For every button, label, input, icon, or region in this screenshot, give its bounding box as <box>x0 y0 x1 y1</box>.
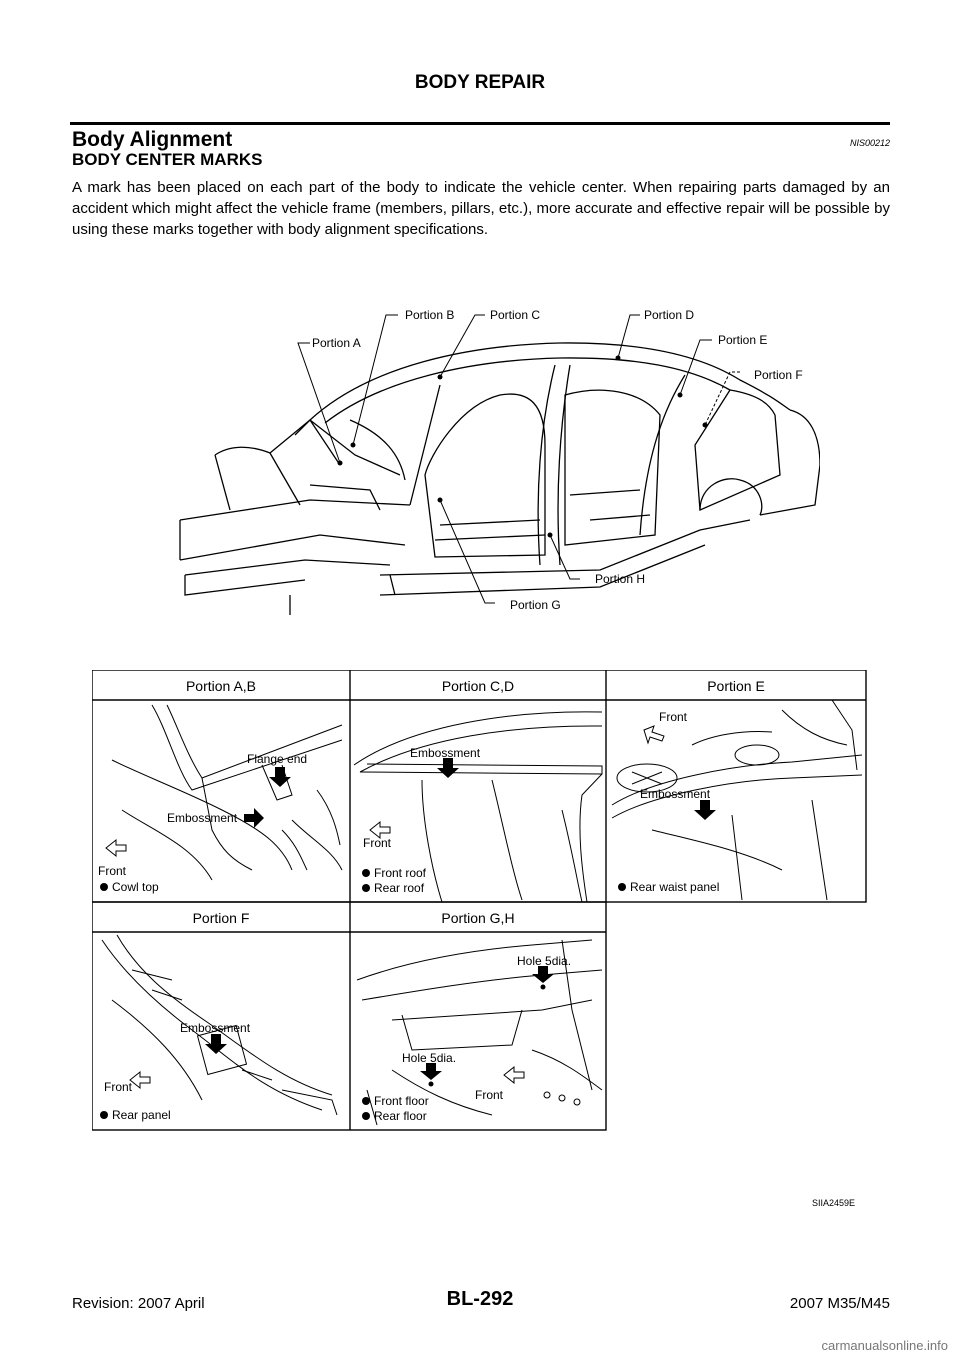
gh-front-label: Front <box>475 1088 504 1102</box>
detail-table: Portion A,B Portion C,D Portion E Portio… <box>92 670 867 1131</box>
label-portion-f: Portion F <box>754 368 803 382</box>
cd-legend1-dot <box>362 869 370 877</box>
label-portion-h: Portion H <box>595 572 645 586</box>
e-emboss-arrow <box>694 800 716 820</box>
cd-emboss-label: Embossment <box>410 746 481 760</box>
cd-front-label: Front <box>363 836 392 850</box>
footer-page-number: BL-292 <box>446 1288 514 1310</box>
label-portion-b: Portion B <box>405 308 454 322</box>
ab-flange-arrow <box>269 767 291 787</box>
e-legend-dot <box>618 883 626 891</box>
cell-portion-f: Embossment Front Rear panel <box>100 934 338 1122</box>
body-shell-figure: Portion A Portion B Portion C Portion D … <box>179 308 820 615</box>
header-portion-f: Portion F <box>193 910 250 926</box>
label-portion-d: Portion D <box>644 308 694 322</box>
page-header-title: BODY REPAIR <box>414 72 546 93</box>
body-leader-lines <box>297 314 740 604</box>
cd-legend1: Front roof <box>374 866 427 880</box>
watermark: carmanualsonline.info <box>821 1338 948 1353</box>
ab-emboss-arrow <box>244 808 264 828</box>
ab-front-arrow <box>105 838 127 858</box>
gh-front-arrow <box>503 1065 525 1085</box>
header-portion-gh: Portion G,H <box>441 910 514 926</box>
ab-flange-label: Flange end <box>247 752 307 766</box>
gh-hole2-mark <box>428 1081 434 1087</box>
cd-legend2-dot <box>362 884 370 892</box>
body-center-marks <box>337 355 708 538</box>
subsection-title: BODY CENTER MARKS <box>72 150 263 169</box>
f-legend: Rear panel <box>112 1108 171 1122</box>
cell-portion-e: Front Embossment Rear waist panel <box>611 699 863 901</box>
gh-hole2-label: Hole 5dia. <box>402 1051 456 1065</box>
footer-model: 2007 M35/M45 <box>789 1295 890 1312</box>
ab-emboss-label: Embossment <box>167 811 238 825</box>
f-front-arrow <box>129 1070 151 1090</box>
cd-front-arrow <box>369 820 391 840</box>
cell-portion-cd: Embossment Front Front roof Rear roof <box>353 711 603 903</box>
f-legend-dot <box>100 1111 108 1119</box>
figure-id: SIIA2459E <box>812 1198 856 1208</box>
cell-portion-ab: Flange end Embossment Front Cowl top <box>98 704 343 894</box>
ab-front-label: Front <box>98 864 127 878</box>
footer-revision: Revision: 2007 April <box>72 1295 205 1312</box>
label-portion-e: Portion E <box>718 333 767 347</box>
gh-hole2-arrow <box>420 1063 442 1080</box>
label-portion-g: Portion G <box>510 598 561 612</box>
gh-legend1: Front floor <box>374 1094 429 1108</box>
e-front-arrow <box>643 725 665 745</box>
gh-hole1-mark <box>540 984 546 990</box>
header-portion-ab: Portion A,B <box>186 678 256 694</box>
gh-hole1-label: Hole 5dia. <box>517 954 571 968</box>
cd-emboss-arrow <box>437 758 459 778</box>
body-paragraph: A mark has been placed on each part of t… <box>72 179 890 238</box>
header-rule <box>70 122 890 125</box>
ab-legend-dot <box>100 883 108 891</box>
gh-legend2-dot <box>362 1112 370 1120</box>
section-code: NIS00212 <box>849 138 890 148</box>
gh-hole1-arrow <box>532 966 554 983</box>
label-portion-a: Portion A <box>312 336 361 350</box>
f-front-label: Front <box>104 1080 133 1094</box>
e-front-label: Front <box>659 710 688 724</box>
gh-legend2: Rear floor <box>374 1109 427 1123</box>
f-emboss-label: Embossment <box>180 1021 251 1035</box>
body-shell-drawing <box>179 342 820 615</box>
cell-portion-gh: Hole 5dia. Hole 5dia. Front Front floor … <box>356 939 603 1126</box>
f-emboss-arrow <box>205 1034 227 1054</box>
label-portion-c: Portion C <box>490 308 540 322</box>
cd-legend2: Rear roof <box>374 881 425 895</box>
header-portion-cd: Portion C,D <box>442 678 514 694</box>
section-title: Body Alignment <box>72 128 233 151</box>
gh-legend1-dot <box>362 1097 370 1105</box>
header-portion-e: Portion E <box>707 678 765 694</box>
e-emboss-label: Embossment <box>640 787 711 801</box>
e-legend: Rear waist panel <box>630 880 719 894</box>
ab-legend: Cowl top <box>112 880 159 894</box>
